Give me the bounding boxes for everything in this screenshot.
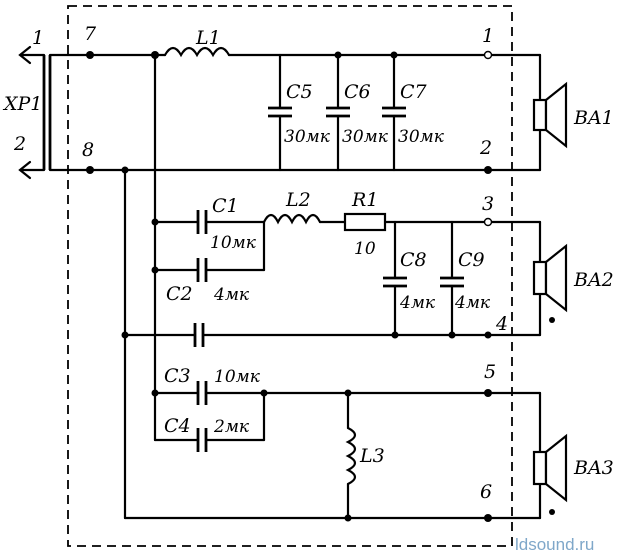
capacitor-c2-label: C2 (166, 283, 193, 305)
midrange-section (123, 210, 542, 347)
resistor-r1-value: 10 (354, 239, 376, 259)
resistor-r1-label: R1 (351, 189, 378, 211)
speaker-ba3-icon (532, 433, 568, 515)
node-8-label: 8 (82, 139, 94, 161)
node-3-label: 3 (482, 193, 494, 215)
capacitor-c4-label: C4 (164, 415, 191, 437)
node-2-label: 2 (479, 137, 492, 159)
junction-dot (260, 389, 268, 397)
capacitor-c5-symbol (268, 53, 292, 172)
node-1-label: 1 (482, 25, 494, 47)
junction-dot (334, 51, 342, 59)
node-4-label: 4 (495, 313, 508, 335)
node-6-dot (484, 514, 492, 522)
node-5-label: 5 (484, 361, 496, 383)
capacitor-c5-value: 30мк (284, 127, 331, 147)
capacitor-c9-value: 4мк (454, 293, 491, 313)
junction-dot (151, 218, 159, 226)
xp1-pin1-label: 1 (32, 27, 44, 49)
capacitor-c3-label: C3 (164, 365, 191, 387)
capacitor-c9-label: C9 (458, 249, 485, 271)
junction-dot (390, 51, 398, 59)
inductor-l2-label: L2 (285, 189, 311, 211)
node-7-label: 7 (84, 23, 97, 45)
xp1-label: XP1 (2, 93, 42, 115)
speaker-ba2-label: BA2 (573, 269, 614, 291)
junction-dot (391, 331, 399, 339)
capacitor-c7-symbol (382, 53, 406, 172)
junction-dot (344, 514, 352, 522)
node-1-terminal (483, 50, 493, 60)
speaker-ba1-label: BA1 (573, 107, 614, 129)
node-2-dot (484, 166, 492, 174)
capacitor-c2-value: 4мк (213, 285, 250, 305)
speaker-ba2-icon (532, 243, 568, 323)
speaker-ba3-label: BA3 (573, 457, 614, 479)
node-6-label: 6 (480, 481, 492, 503)
connector-xp1 (18, 45, 52, 180)
capacitor-c6-label: C6 (344, 81, 371, 103)
junction-dot (448, 331, 456, 339)
capacitor-c1-label: C1 (212, 195, 239, 217)
capacitor-c6-symbol (326, 53, 350, 172)
inductor-l1-label: L1 (195, 27, 221, 49)
capacitor-c7-label: C7 (400, 81, 428, 103)
capacitor-c8-value: 4мк (399, 293, 436, 313)
capacitor-c7-value: 30мк (398, 127, 445, 147)
junction-dot (121, 166, 129, 174)
node-4-dot (484, 331, 492, 339)
capacitor-c4-value: 2мк (213, 417, 250, 437)
junction-dot (121, 331, 129, 339)
enclosure-boundary (67, 5, 513, 547)
inductor-l1-coil (163, 46, 231, 58)
node-5-dot (484, 389, 492, 397)
junction-dot (151, 389, 159, 397)
xp1-pin2-label: 2 (13, 133, 26, 155)
junction-dot (151, 266, 159, 274)
inductor-l3-label: L3 (359, 445, 385, 467)
tweeter-section (123, 381, 542, 520)
capacitor-c6-value: 30мк (342, 127, 389, 147)
capacitor-c8-label: C8 (400, 249, 427, 271)
junction-dot (344, 389, 352, 397)
node-7-dot (86, 51, 94, 59)
capacitor-c3-value: 10мк (214, 367, 261, 387)
speaker-ba1-icon (532, 81, 568, 149)
capacitor-c1-value: 10мк (210, 233, 257, 253)
woofer-section (48, 46, 542, 172)
node-3-terminal (483, 217, 493, 227)
node-8-dot (86, 166, 94, 174)
watermark-text: ldsound.ru (515, 535, 594, 554)
capacitor-c5-label: C5 (286, 81, 313, 103)
